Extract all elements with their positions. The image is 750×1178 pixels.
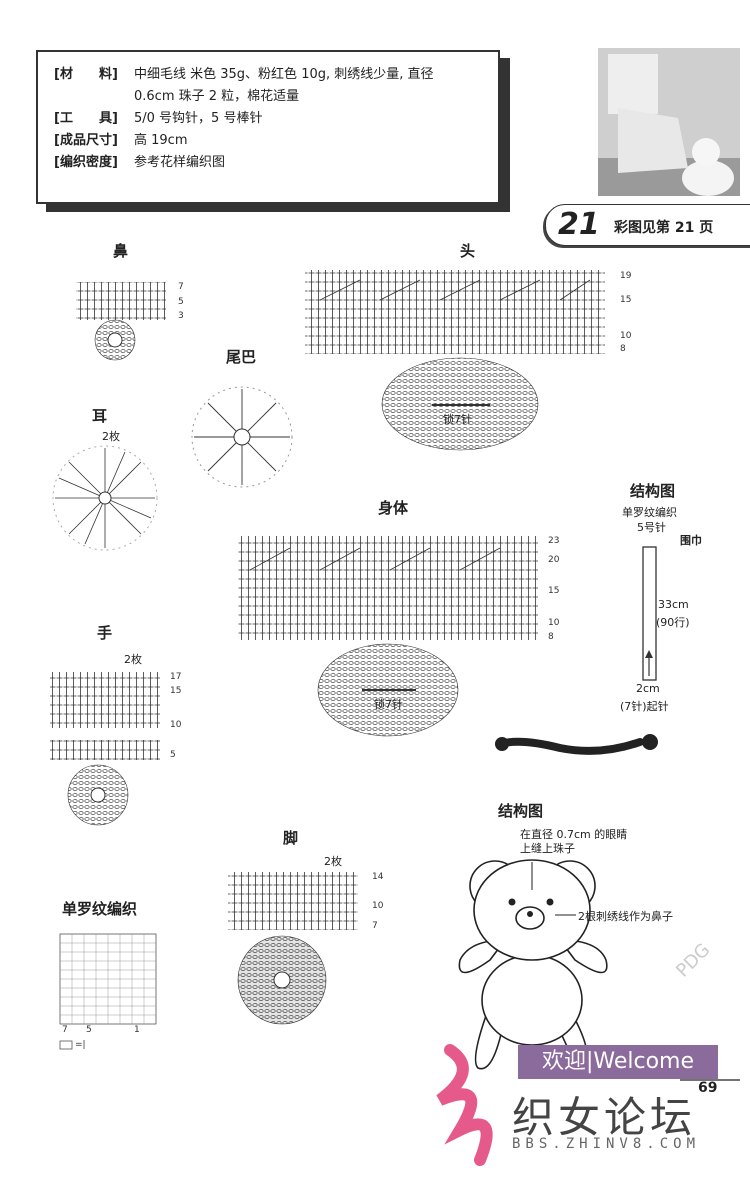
materials-box: [材 料]中细毛线 米色 35g、粉红色 10g, 刺绣线少量, 直径 0.6c… xyxy=(36,50,500,204)
color-ref: 彩图见第 21 页 xyxy=(614,220,714,236)
product-photo xyxy=(598,48,740,196)
foot-count: 2枚 xyxy=(324,855,342,868)
body-row-label: 15 xyxy=(548,586,560,596)
body-center-label: 锁7针 xyxy=(374,698,403,711)
page-number: 69 xyxy=(698,1080,718,1096)
nose-row-label: 7 xyxy=(178,282,184,292)
hand-row-label: 10 xyxy=(170,720,182,730)
scarf-illustration xyxy=(496,737,644,755)
head-row-label: 19 xyxy=(620,271,632,281)
bear-note: 上缝上珠子 xyxy=(520,842,575,855)
hand-diagram xyxy=(50,672,160,826)
head-center-label: 锁7针 xyxy=(443,413,472,426)
head-row-label: 15 xyxy=(620,295,632,305)
materials-row: 0.6cm 珠子 2 粒，棉花适量 xyxy=(134,89,300,104)
logo-mark xyxy=(436,1044,493,1166)
tail-title: 尾巴 xyxy=(226,348,257,366)
gauge-row: [编织密度]参考花样编织图 xyxy=(54,155,226,170)
body-row-label: 10 xyxy=(548,618,560,628)
rib-col-label: 5 xyxy=(86,1025,92,1035)
forum-logo: 织女论坛 xyxy=(512,1093,697,1142)
size-row: [成品尺寸]高 19cm xyxy=(54,133,188,148)
body-row-label: 20 xyxy=(548,555,560,565)
rib-col-label: 7 xyxy=(62,1025,68,1035)
structure-line: 单罗纹编织 xyxy=(622,506,677,519)
scarf-length: 33cm xyxy=(658,598,689,611)
scarf-structure xyxy=(642,546,657,681)
bear-illustration xyxy=(458,859,608,1070)
hand-row-label: 5 xyxy=(170,750,176,760)
head-row-label: 10 xyxy=(620,331,632,341)
nose-row-label: 5 xyxy=(178,297,184,307)
rib-chart xyxy=(59,933,157,1050)
hand-row-label: 15 xyxy=(170,686,182,696)
materials-row: [材 料]中细毛线 米色 35g、粉红色 10g, 刺绣线少量, 直径 xyxy=(54,67,434,82)
hand-row-label: 17 xyxy=(170,672,182,682)
hand-title: 手 xyxy=(97,624,113,642)
rib-legend: =| xyxy=(75,1040,86,1050)
bear-note: 2根刺绣线作为鼻子 xyxy=(578,910,673,923)
pattern-number: 21 xyxy=(558,207,600,242)
structure-title: 结构图 xyxy=(630,482,676,500)
bear-note: 在直径 0.7cm 的眼睛 xyxy=(520,828,628,841)
ear-title: 耳 xyxy=(92,407,108,425)
foot-diagram xyxy=(228,872,358,1025)
rib-col-label: 1 xyxy=(134,1025,140,1035)
structure-line: 5号针 xyxy=(637,521,666,534)
body-row-label: 8 xyxy=(548,632,554,642)
scarf-cast: (7针)起针 xyxy=(620,700,669,713)
body-row-label: 23 xyxy=(548,536,560,546)
scarf-rows: (90行) xyxy=(656,616,690,629)
foot-row-label: 10 xyxy=(372,901,384,911)
hand-count: 2枚 xyxy=(124,653,142,666)
forum-url[interactable]: BBS.ZHINV8.COM xyxy=(512,1136,701,1152)
foot-title: 脚 xyxy=(283,829,299,847)
welcome-banner: 欢迎|Welcome xyxy=(518,1045,718,1079)
nose-title: 鼻 xyxy=(113,242,129,260)
ear-count: 2枚 xyxy=(102,430,120,443)
nose-row-label: 3 xyxy=(178,311,184,321)
tools-row: [工 具]5/0 号钩针，5 号棒针 xyxy=(54,111,263,126)
head-diagram xyxy=(305,270,605,451)
ear-diagram xyxy=(52,445,158,551)
head-row-label: 8 xyxy=(620,344,626,354)
head-title: 头 xyxy=(460,242,476,260)
tail-diagram xyxy=(191,386,293,488)
scarf-width: 2cm xyxy=(636,682,660,695)
nose-diagram xyxy=(76,282,166,361)
scarf-label: 围巾 xyxy=(680,534,702,547)
foot-row-label: 7 xyxy=(372,921,378,931)
pattern-number-banner: 21 彩图见第 21 页 xyxy=(545,204,750,246)
bear-structure-title: 结构图 xyxy=(498,802,544,820)
body-diagram xyxy=(238,536,538,737)
rib-title: 单罗纹编织 xyxy=(62,900,138,918)
foot-row-label: 14 xyxy=(372,872,384,882)
body-title: 身体 xyxy=(378,499,409,517)
